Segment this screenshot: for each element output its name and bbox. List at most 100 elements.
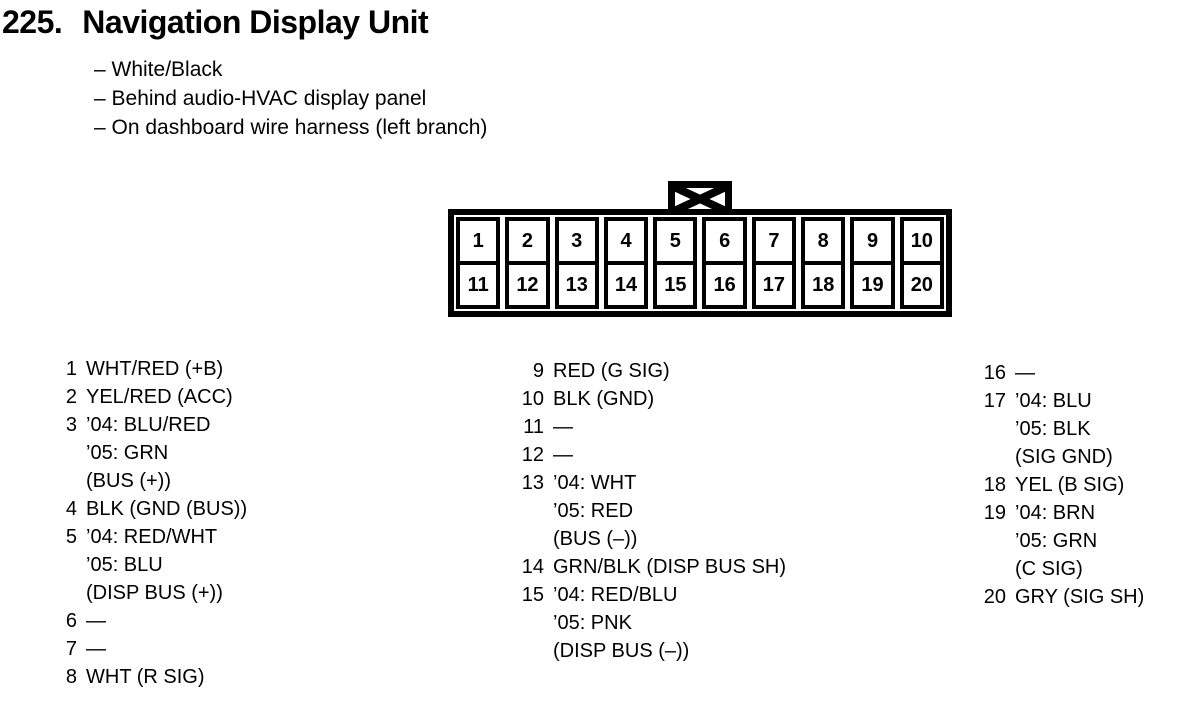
pin-description-line: ’05: BLK [1015,418,1091,440]
pin-description-line: ’05: GRN [1015,530,1098,552]
pin-description-line: ’04: BLU/RED [86,414,211,436]
note-line: – On dashboard wire harness (left branch… [94,116,488,139]
pin-description: ’04: WHT ’05: RED (BUS (–)) [553,469,637,553]
pin-entry: 8 WHT (R SIG) [63,663,247,691]
pin-entry: 1 WHT/RED (+B) [63,355,247,383]
pin-entry: 5’04: RED/WHT’05: BLU(DISP BUS (+)) [63,523,247,607]
pin-description-line: WHT (R SIG) [86,666,205,688]
connector-pin-cell: 4 [607,221,645,261]
pin-description-line: GRN/BLK (DISP BUS SH) [553,556,787,578]
connector-pin-cell: 13 [558,261,595,305]
pin-description-line: ’05: BLU [86,554,163,576]
pin-description: — [1015,359,1035,387]
connector-pin-cell: 9 [854,221,891,261]
pin-entry: 9 RED (G SIG) [520,357,786,385]
pin-number: 8 [65,666,77,688]
pin-description: BLK (GND (BUS)) [86,495,247,523]
pin-description-line: ’04: BLU [1015,390,1092,412]
pin-entry: 16— [982,359,1144,387]
connector-pin-cell: 6 [706,221,743,261]
pin-number: 19 [983,502,1006,524]
pin-number: 6 [65,610,77,632]
connector-pin-cell: 2 [509,221,546,261]
pin-description-line: — [553,444,573,466]
pin-description: YEL (B SIG) [1015,471,1124,499]
pin-description: — [86,635,106,663]
pin-description-line: ’04: BRN [1015,502,1096,524]
pin-description-line: GRY (SIG SH) [1015,586,1145,608]
connector-pin-cell: 18 [805,261,842,305]
pin-description-line: (DISP BUS (–)) [553,640,690,662]
pin-description-line: ’05: GRN [86,442,169,464]
pin-number: 7 [65,638,77,660]
connector-pin-cell: 16 [706,261,743,305]
pin-entry: 19’04: BRN’05: GRN(C SIG) [982,499,1144,583]
pin-description-line: ’04: RED/BLU [553,584,678,606]
pin-description: ’04: BRN’05: GRN(C SIG) [1015,499,1097,583]
connector-pin-cell: 7 [755,221,793,261]
pin-entry: 18 YEL (B SIG) [982,471,1144,499]
pinout-column-left: 1 WHT/RED (+B) 2 YEL/RED (ACC) 3 ’04: BLU/RED… [63,355,247,691]
pin-description-line: (BUS (–)) [553,528,638,550]
pin-description: GRN/BLK (DISP BUS SH) [553,553,786,581]
connector-pin-cell: 15 [657,261,694,305]
pin-description-line: — [1015,362,1035,384]
pin-description-line: YEL (B SIG) [1015,474,1125,496]
pin-description: WHT/RED (+B) [86,355,223,383]
pin-description-line: (BUS (+)) [86,470,171,492]
pin-entry: 3 ’04: BLU/RED ’05: GRN (BUS (+)) [63,411,247,495]
connector-pin-cell: 12 [509,261,546,305]
location-notes: – White/Black – Behind audio-HVAC display… [94,55,487,142]
pin-description-line: — [86,638,106,660]
pin-number: 12 [521,444,544,466]
connector-pin-cell: 1 [460,221,497,261]
pin-description-line: RED (G SIG) [553,360,670,382]
pin-description-line: (DISP BUS (+)) [86,582,223,604]
pin-description: — [553,441,573,469]
pin-description: ’04: RED/WHT’05: BLU(DISP BUS (+)) [86,523,223,607]
pin-number: 20 [983,586,1006,608]
section-number: 225. [2,4,63,40]
pin-entry: 12 — [520,441,786,469]
pin-description: WHT (R SIG) [86,663,205,691]
pin-description: GRY (SIG SH) [1015,583,1144,611]
pin-number: 5 [65,526,77,548]
pin-description: ’04: BLU’05: BLK(SIG GND) [1015,387,1113,471]
connector-pin-cell: 14 [607,261,645,305]
pin-number: 15 [521,584,544,606]
pin-entry: 2 YEL/RED (ACC) [63,383,247,411]
pin-number: 3 [65,414,77,436]
pin-number: 9 [532,360,544,382]
pin-number: 2 [65,386,77,408]
note-line: – White/Black [94,58,223,81]
pin-number: 13 [521,472,544,494]
pin-entry: 6— [63,607,247,635]
pin-number: 1 [65,358,77,380]
connector-pin-cell: 10 [903,221,940,261]
note-line: – Behind audio-HVAC display panel [94,87,427,110]
pin-entry: 7— [63,635,247,663]
pin-number: 18 [983,474,1006,496]
section-title: Navigation Display Unit [82,4,429,40]
pin-description-line: ’05: RED [553,500,634,522]
page-title: 225. Navigation Display Unit [2,4,429,41]
pin-description: YEL/RED (ACC) [86,383,233,411]
pin-description-line: ’05: PNK [553,612,632,634]
connector-pin-cell: 19 [854,261,891,305]
pin-number: 11 [523,416,544,438]
pin-description: BLK (GND) [553,385,654,413]
pin-description-line: ’04: WHT [553,472,637,494]
pin-description: ’04: RED/BLU ’05: PNK (DISP BUS (–)) [553,581,689,665]
